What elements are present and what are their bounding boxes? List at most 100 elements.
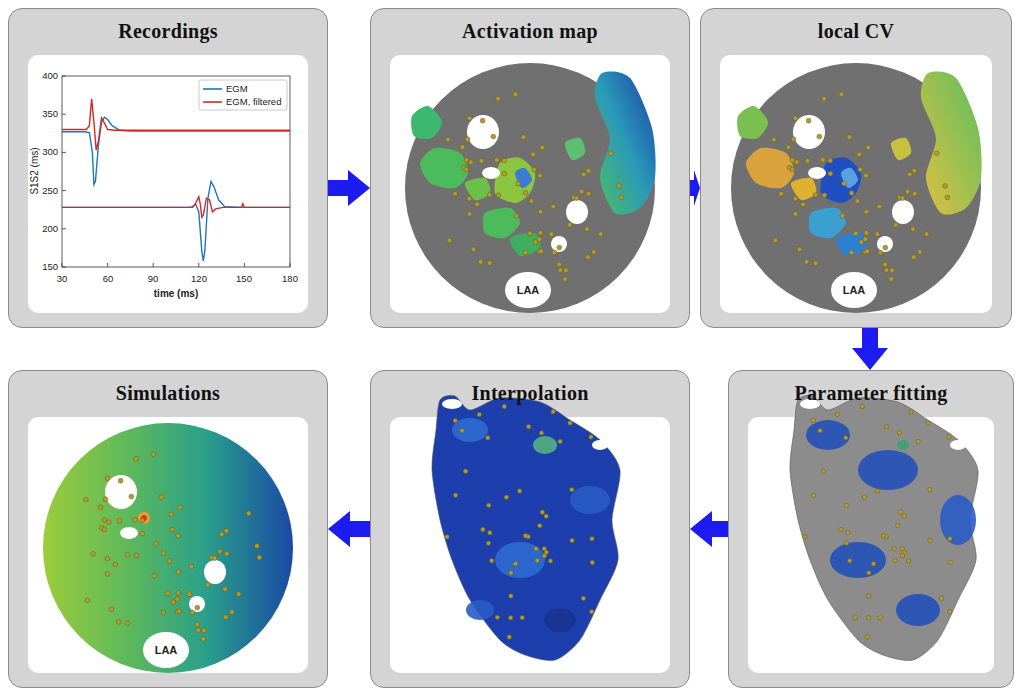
electrode-point [822, 96, 827, 101]
axis-label: 350 [42, 109, 58, 119]
electrode-point [526, 424, 530, 428]
flow-arrow [328, 511, 370, 547]
electrode-point [195, 605, 200, 610]
electrode-point [507, 635, 511, 639]
electrode-point [839, 92, 844, 97]
electrode-point [539, 249, 544, 254]
tick-mark [62, 190, 66, 191]
electrode-point [579, 189, 584, 194]
electrode-point [467, 116, 472, 121]
electrode-point [883, 245, 888, 250]
electrode-point [246, 511, 251, 516]
electrode-point [223, 587, 228, 592]
electrode-point [558, 268, 563, 273]
vein-opening [950, 440, 966, 450]
electrode-point [590, 537, 594, 541]
signal-trace [62, 181, 290, 260]
electrode-point [490, 559, 494, 563]
electrode-point [786, 145, 791, 150]
electrode-point [912, 191, 917, 196]
panel-inner-area [28, 417, 308, 673]
electrode-point [486, 541, 490, 545]
electrode-point [481, 527, 485, 531]
electrode-point [806, 118, 811, 123]
electrode-point [513, 562, 517, 566]
pipeline-panel: Recordings [8, 8, 328, 328]
tick-mark [107, 263, 108, 267]
electrode-point [557, 262, 562, 267]
flow-arrow [690, 170, 700, 206]
panel-title: Activation map [462, 20, 598, 43]
electrode-point [619, 195, 624, 200]
electrode-point [801, 202, 806, 207]
electrode-point [875, 489, 879, 493]
electrode-point [779, 191, 784, 196]
electrode-point [598, 232, 603, 237]
electrode-point [532, 167, 537, 172]
electrode-point [504, 495, 508, 499]
electrode-point [118, 478, 123, 483]
electrode-point [508, 616, 512, 620]
electrode-point [926, 421, 930, 425]
pipeline-panel: Parameter fitting [728, 370, 1014, 688]
electrode-point [924, 232, 929, 237]
atrial-map-disk [43, 423, 293, 673]
electrode-point [132, 518, 137, 523]
tick-mark [62, 263, 63, 267]
electrode-point [847, 135, 852, 140]
electrode-point [828, 158, 833, 163]
tick-mark [198, 263, 199, 267]
panel-title: Parameter fitting [794, 382, 947, 405]
atrium-surface [432, 395, 620, 660]
map-hotspot [138, 512, 150, 524]
atrium-body [790, 395, 978, 660]
electrode-point [502, 171, 507, 176]
electrode-point [557, 245, 562, 250]
electrode-point [817, 134, 822, 139]
electrode-point [165, 591, 170, 596]
panel-title: Interpolation [471, 382, 588, 405]
electrode-point [790, 158, 795, 163]
map-hole [877, 236, 893, 252]
electrode-point [900, 196, 905, 201]
panel-inner-area [28, 55, 308, 313]
atrium-patch [466, 600, 494, 620]
electrode-point [175, 609, 180, 614]
electrode-point [900, 547, 904, 551]
map-patch [411, 106, 442, 139]
electrode-point [537, 237, 542, 242]
electrode-point [845, 503, 849, 507]
electrode-point [134, 553, 139, 558]
atrium-patch [806, 420, 850, 450]
legend-line-sample [203, 88, 222, 90]
electrode-point [570, 487, 574, 491]
electrode-point [948, 609, 952, 613]
electrode-point [916, 439, 920, 443]
electrode-point [102, 527, 107, 532]
electrode-point [217, 549, 222, 554]
electrode-point [585, 227, 590, 232]
electrode-point [585, 255, 590, 260]
axis-label: 120 [191, 274, 207, 284]
electrode-point [939, 596, 943, 600]
electrode-point [224, 528, 229, 533]
electrode-point [540, 145, 545, 150]
electrode-point [912, 168, 917, 173]
atrial-map-disk [731, 63, 982, 313]
electrode-point [791, 137, 796, 142]
electrode-point [517, 489, 521, 493]
electrode-point [453, 493, 457, 497]
electrode-point [513, 92, 518, 97]
electrode-point [839, 527, 843, 531]
electrode-point [176, 591, 181, 596]
legend-text: EGM [226, 84, 248, 94]
atrium-patch [570, 486, 610, 514]
electrode-point [467, 196, 472, 201]
electrode-point [902, 550, 906, 554]
electrode-point [842, 181, 847, 186]
electrode-point [491, 134, 496, 139]
electrode-point [202, 628, 207, 633]
electrode-point [463, 469, 467, 473]
